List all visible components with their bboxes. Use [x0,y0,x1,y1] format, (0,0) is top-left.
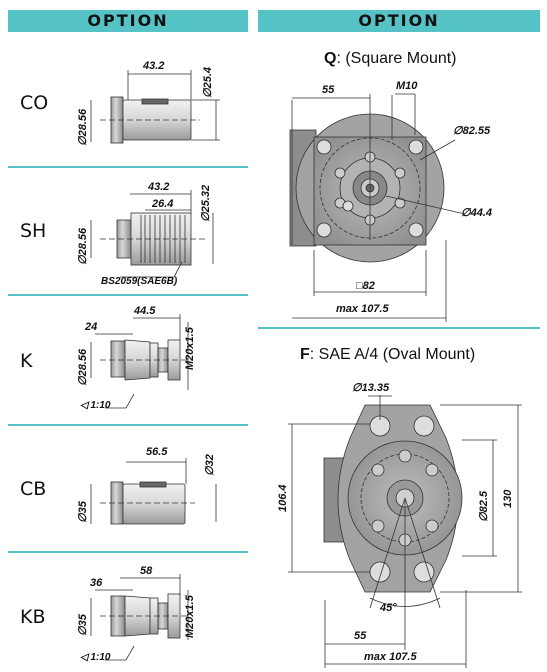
separator-co-sh [8,166,248,168]
q-d55-label: 55 [322,84,335,96]
f-max-width-label: max 107.5 [364,651,417,663]
k-len-b-label: 44.5 [134,305,156,317]
k-taper-label: ◁ 1:10 [80,400,111,411]
kb-thread-label: M20x1.5 [184,595,196,638]
separator-cb-kb [8,551,248,553]
q-dia-pcd-label: ∅82.55 [453,125,491,137]
row-label-k: K [20,350,33,372]
cb-shaft-drawing [90,458,217,525]
kb-shaft-drawing [90,574,190,661]
k-dia-shaft-label: ∅28.56 [77,348,89,386]
kb-len-b-label: 58 [140,565,153,577]
sh-spline-note: BS2059(SAE6B) [101,276,178,287]
q-square-mount-drawing [289,93,466,322]
k-thread-label: M20x1.5 [184,327,196,370]
q-dia-pilot-label: ∅44.4 [461,207,493,219]
sh-spline-len-label: 26.4 [152,198,174,210]
k-shaft-drawing [90,314,190,409]
q-max-width-label: max 107.5 [336,303,389,315]
co-shaft-drawing [90,70,220,144]
sh-dia-right-label: ∅25.32 [200,184,212,222]
row-label-kb: KB [20,606,46,628]
q-square-label: □82 [356,280,375,292]
cb-dia-shaft-label: ∅35 [77,501,89,523]
kb-taper-label: ◁ 1:10 [80,652,111,663]
q-mount-title: Q: (Square Mount) [324,50,457,67]
f-d55-label: 55 [354,630,367,642]
co-dia-shaft-label: ∅28.56 [77,108,89,146]
co-dia-right-label: ∅25.4 [202,66,214,98]
sh-shaft-drawing [90,190,214,278]
right-option-header: OPTION [258,10,540,32]
row-label-cb: CB [20,478,47,500]
q-m10-label: M10 [396,80,418,92]
f-mount-title: F: SAE A/4 (Oval Mount) [300,346,476,363]
f-overall-label: 130 [502,489,514,508]
kb-len-a-label: 36 [90,577,103,589]
cb-dia-right-label: ∅32 [204,454,216,476]
separator-q-f [258,327,540,329]
k-len-a-label: 24 [85,321,98,333]
f-height-label: 106.4 [277,484,289,512]
row-label-sh: SH [20,220,47,242]
sh-dia-shaft-label: ∅28.56 [77,227,89,265]
co-length-label: 43.2 [143,60,165,72]
row-label-co: CO [20,92,49,114]
f-angle-label: 45° [380,602,397,614]
f-hole-label: ∅13.35 [352,382,390,394]
f-oval-mount-drawing [288,395,522,668]
left-option-header: OPTION [8,10,248,32]
cb-length-label: 56.5 [146,446,168,458]
separator-k-cb [8,424,248,426]
kb-dia-shaft-label: ∅35 [77,614,89,636]
f-dia-pilot-label: ∅82.5 [478,490,490,522]
sh-length-label: 43.2 [148,181,170,193]
separator-sh-k [8,294,248,296]
